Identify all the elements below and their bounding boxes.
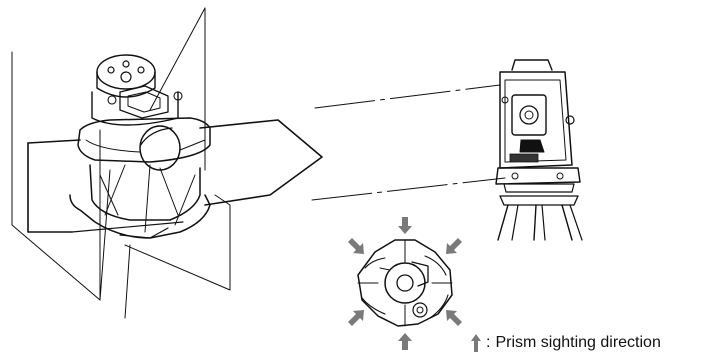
sighting-arrows	[348, 217, 462, 350]
sighting-arrow-lower-left	[348, 310, 364, 326]
prism-top-view-icon	[357, 239, 453, 327]
vertical-plane-front	[99, 169, 111, 301]
sighting-arrow-top	[398, 217, 412, 234]
sighting-arrow-upper-left	[348, 238, 364, 254]
prism-assembly-icon	[11, 7, 323, 319]
total-station-icon	[495, 59, 583, 241]
sighting-arrow-lower-right	[446, 310, 462, 326]
sight-line-lower	[311, 177, 506, 201]
legend-separator: :	[486, 334, 491, 351]
vertical-plane-right	[149, 7, 206, 111]
horizontal-plane	[27, 142, 73, 233]
legend: : Prism sighting direction	[470, 331, 661, 355]
vertical-plane-left	[11, 51, 101, 301]
sight-line-upper	[314, 84, 501, 109]
sighting-arrow-upper-right	[446, 238, 462, 254]
legend-text: Prism sighting direction	[495, 334, 661, 351]
sighting-arrow-icon	[471, 334, 481, 352]
sighting-arrow-bottom	[398, 333, 412, 350]
